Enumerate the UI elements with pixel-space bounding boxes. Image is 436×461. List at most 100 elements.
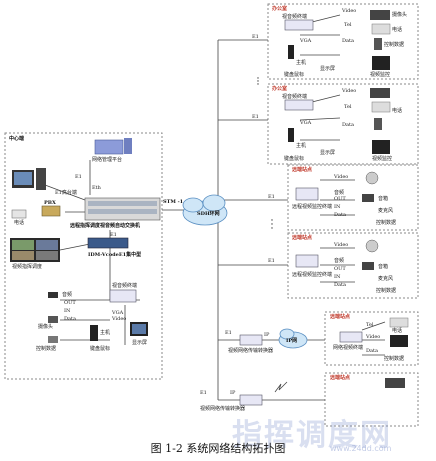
remote1-title: 远端站点 bbox=[292, 167, 313, 173]
phone-icon bbox=[11, 209, 27, 219]
remote1-mic-label: 麦克风 bbox=[378, 208, 394, 214]
office2-phone-icon bbox=[371, 101, 391, 113]
remote1-data-label: Data bbox=[334, 212, 346, 218]
center-vga-label: VGA bbox=[112, 310, 124, 316]
center-keyboard-label: 键盘鼠标 bbox=[90, 346, 111, 352]
figure-caption: 图 1-2 系统网络结构拓扑图 bbox=[150, 442, 286, 455]
office1-vga-label: VGA bbox=[300, 38, 312, 44]
center-e1-b: E1 bbox=[110, 232, 117, 238]
center-display-label: 显示屏 bbox=[132, 340, 148, 346]
converter2-icon bbox=[239, 394, 263, 406]
office1-phone-icon bbox=[371, 23, 391, 35]
dispatch-switch-icon bbox=[84, 197, 161, 221]
center-host-label: 主机 bbox=[100, 330, 111, 336]
ipsite1-terminal-icon bbox=[339, 331, 363, 343]
remote2-data-label: Data bbox=[334, 282, 346, 288]
remote1-in-label: IN bbox=[334, 204, 341, 210]
center-e1-a: E1 bbox=[75, 174, 82, 180]
remote2-ctrl-label: 控制数据 bbox=[376, 288, 397, 294]
converter2-label: 视频网络传输转换器 bbox=[200, 406, 246, 412]
center-pc-icon bbox=[12, 168, 46, 190]
ipsite1-phone-label: 电话 bbox=[392, 328, 403, 334]
office2-display-label: 显示屏 bbox=[320, 150, 336, 156]
center-terminal-icon bbox=[109, 289, 137, 303]
office2-monitor-label: 视频监控 bbox=[372, 156, 393, 162]
remote2-title: 远端站点 bbox=[292, 235, 313, 241]
ipsite1-e1: E1 bbox=[225, 330, 232, 336]
nms-label: 网络管理平台 bbox=[92, 157, 123, 163]
idm-device-icon bbox=[87, 237, 129, 249]
center-box bbox=[4, 132, 163, 380]
remote2-in-label: IN bbox=[334, 274, 341, 280]
center-video-label: Video bbox=[112, 316, 127, 322]
ipsite2-ip: IP bbox=[230, 390, 236, 396]
ip-cloud-icon bbox=[278, 328, 308, 349]
remote1-video-label: Video bbox=[334, 174, 349, 180]
ipsite1-data-label: Data bbox=[366, 348, 378, 354]
video-dispatch-label: 视频指挥调度 bbox=[12, 264, 43, 270]
center-ptz-label: 控制数据 bbox=[36, 346, 57, 352]
office1-monitor-label: 视频监控 bbox=[370, 72, 391, 78]
office1-tel-label: Tel bbox=[344, 22, 352, 28]
watermark-sub: www.24dd.com bbox=[330, 444, 392, 453]
pbx-icon bbox=[41, 205, 61, 217]
office1-monitor-icon bbox=[372, 56, 390, 70]
video-wall-icon bbox=[10, 238, 60, 262]
office1-keyboard-label: 键盘鼠标 bbox=[284, 72, 305, 78]
office2-host-label: 主机 bbox=[296, 143, 307, 149]
remote2-e1: E1 bbox=[268, 258, 275, 264]
remote2-speaker-icon bbox=[362, 262, 374, 270]
remote1-out-label: OUT bbox=[334, 196, 346, 202]
pbx-label: PBX bbox=[44, 200, 56, 206]
office2-phone-label: 电话 bbox=[392, 108, 403, 114]
office1-terminal-label: 视音频终端 bbox=[282, 14, 308, 20]
sdh-label: SDH环网 bbox=[197, 211, 220, 217]
ip-cloud-label: IP网 bbox=[286, 338, 298, 344]
center-in-label: IN bbox=[64, 308, 71, 314]
office1-ptz-label: 控制数据 bbox=[384, 42, 405, 48]
remote1-speaker-icon bbox=[362, 194, 374, 202]
office2-keyboard-label: 键盘鼠标 bbox=[284, 156, 305, 162]
remote2-mic-label: 麦克风 bbox=[378, 276, 394, 282]
office1-video-label: Video bbox=[342, 8, 357, 14]
office2-terminal-icon bbox=[284, 99, 314, 111]
office1-terminal-icon bbox=[284, 19, 314, 31]
watermark-main: 指挥调度网 bbox=[232, 418, 392, 453]
converter1-icon bbox=[239, 334, 263, 346]
remote1-speaker-label: 音箱 bbox=[378, 196, 389, 202]
office2-e1: E1 bbox=[252, 114, 259, 120]
ipsite1-ip: IP bbox=[264, 332, 270, 338]
eth-label: Eth bbox=[92, 185, 101, 191]
office-box-2 bbox=[267, 83, 419, 165]
stm-label: STM -1 bbox=[163, 199, 184, 205]
e1-hdmi-label: E1高台端 bbox=[55, 190, 77, 196]
office1-data-label: Data bbox=[342, 38, 354, 44]
nms-server-icon bbox=[94, 138, 132, 155]
ipsite2-camera-icon bbox=[385, 378, 405, 388]
ipsite1-video-label: Video bbox=[366, 334, 381, 340]
wireless-link-icon bbox=[274, 381, 288, 393]
office2-data-label: Data bbox=[342, 122, 354, 128]
center-ptz-icon bbox=[48, 336, 58, 343]
center-terminal-label: 视音频终端 bbox=[112, 283, 138, 289]
ipsite1-title: 远端站点 bbox=[330, 314, 351, 320]
remote1-audio-label: 音频 bbox=[334, 190, 345, 196]
switch-label: 远程指挥调度视音频自动交换机 bbox=[70, 223, 141, 229]
ipsite2-e1: E1 bbox=[200, 390, 207, 396]
office-box-1 bbox=[267, 3, 419, 80]
center-mic-icon bbox=[48, 292, 58, 298]
remote2-video-label: Video bbox=[334, 242, 349, 248]
ellipsis-dots bbox=[257, 77, 273, 229]
office1-host-icon bbox=[288, 45, 294, 59]
office2-ptz-icon bbox=[374, 118, 382, 130]
office1-phone-label: 电话 bbox=[392, 27, 403, 33]
remote-box-2 bbox=[287, 232, 419, 299]
office2-video-label: Video bbox=[342, 88, 357, 94]
remote1-terminal-icon bbox=[295, 187, 319, 201]
ipsite1-terminal-label: 网络视频终端 bbox=[333, 345, 364, 351]
ipsite2-title: 远端站点 bbox=[330, 375, 351, 381]
center-host-icon bbox=[90, 325, 98, 341]
office2-tel-label: Tel bbox=[344, 104, 352, 110]
center-title: 中心端 bbox=[9, 136, 25, 142]
